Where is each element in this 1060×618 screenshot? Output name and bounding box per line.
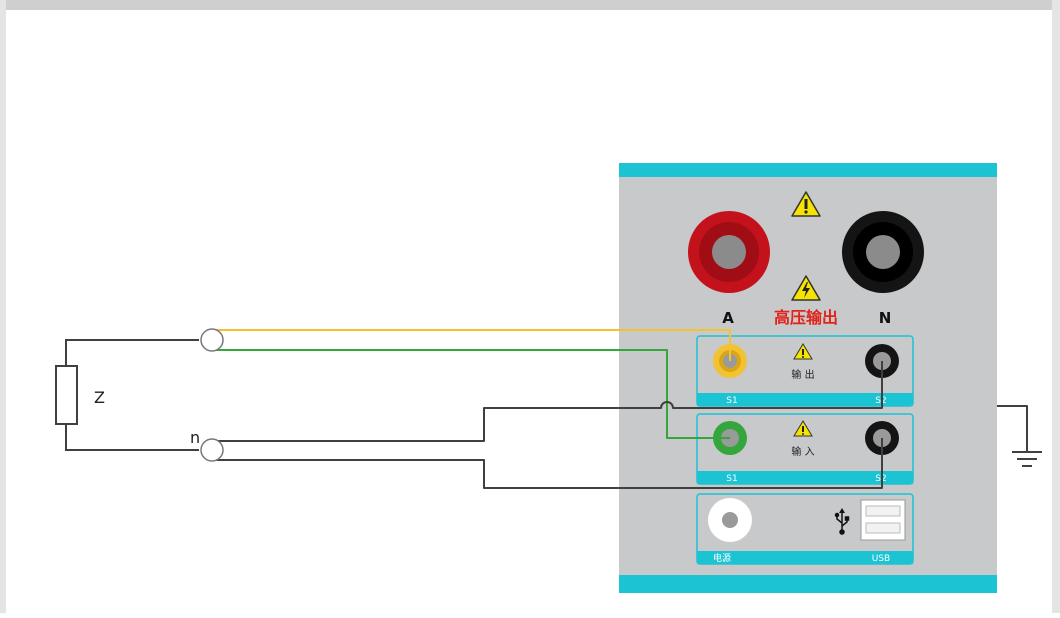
usb-icon (834, 508, 850, 535)
input-s1-label: S1 (726, 474, 737, 484)
instrument-panel: A 高压输出 N S1 S2 输 出 (619, 163, 997, 593)
power-socket[interactable] (708, 498, 752, 542)
output-s1-label: S1 (726, 396, 737, 406)
hv-output-label: 高压输出 (774, 308, 838, 327)
terminal-a-label: A (722, 309, 734, 327)
panel-bottom-stripe (619, 575, 997, 593)
output-row-label: 输 出 (791, 368, 814, 381)
output-warning-icon (793, 343, 813, 360)
ground-icon (1012, 451, 1042, 467)
wire-dark-output (214, 361, 883, 442)
load-circuit: Z n (55, 328, 224, 462)
wire-yellow (212, 329, 731, 361)
usb-label: USB (872, 554, 890, 564)
panel-top-stripe (619, 163, 997, 177)
neutral-label: n (190, 428, 200, 447)
terminal-a[interactable] (688, 211, 770, 293)
wire-dark-input (214, 438, 883, 489)
input-row-label: 输 入 (791, 445, 814, 458)
power-label: 电源 (713, 552, 731, 564)
warning-icon (791, 191, 821, 217)
high-voltage-icon (791, 275, 821, 301)
load-label: Z (94, 388, 105, 407)
input-row: S1 S2 输 入 (696, 413, 914, 485)
top-connector (200, 328, 224, 352)
load-impedance (55, 365, 78, 425)
wire-green (214, 349, 730, 439)
input-warning-icon (793, 420, 813, 437)
wires (212, 329, 1028, 489)
bottom-connector (200, 438, 224, 462)
wire-ground (997, 405, 1028, 452)
terminal-n[interactable] (842, 211, 924, 293)
terminal-n-label: N (879, 309, 892, 327)
usb-ports[interactable] (860, 499, 906, 541)
power-row: 电源 USB (696, 493, 914, 565)
output-row: S1 S2 输 出 (696, 335, 914, 407)
